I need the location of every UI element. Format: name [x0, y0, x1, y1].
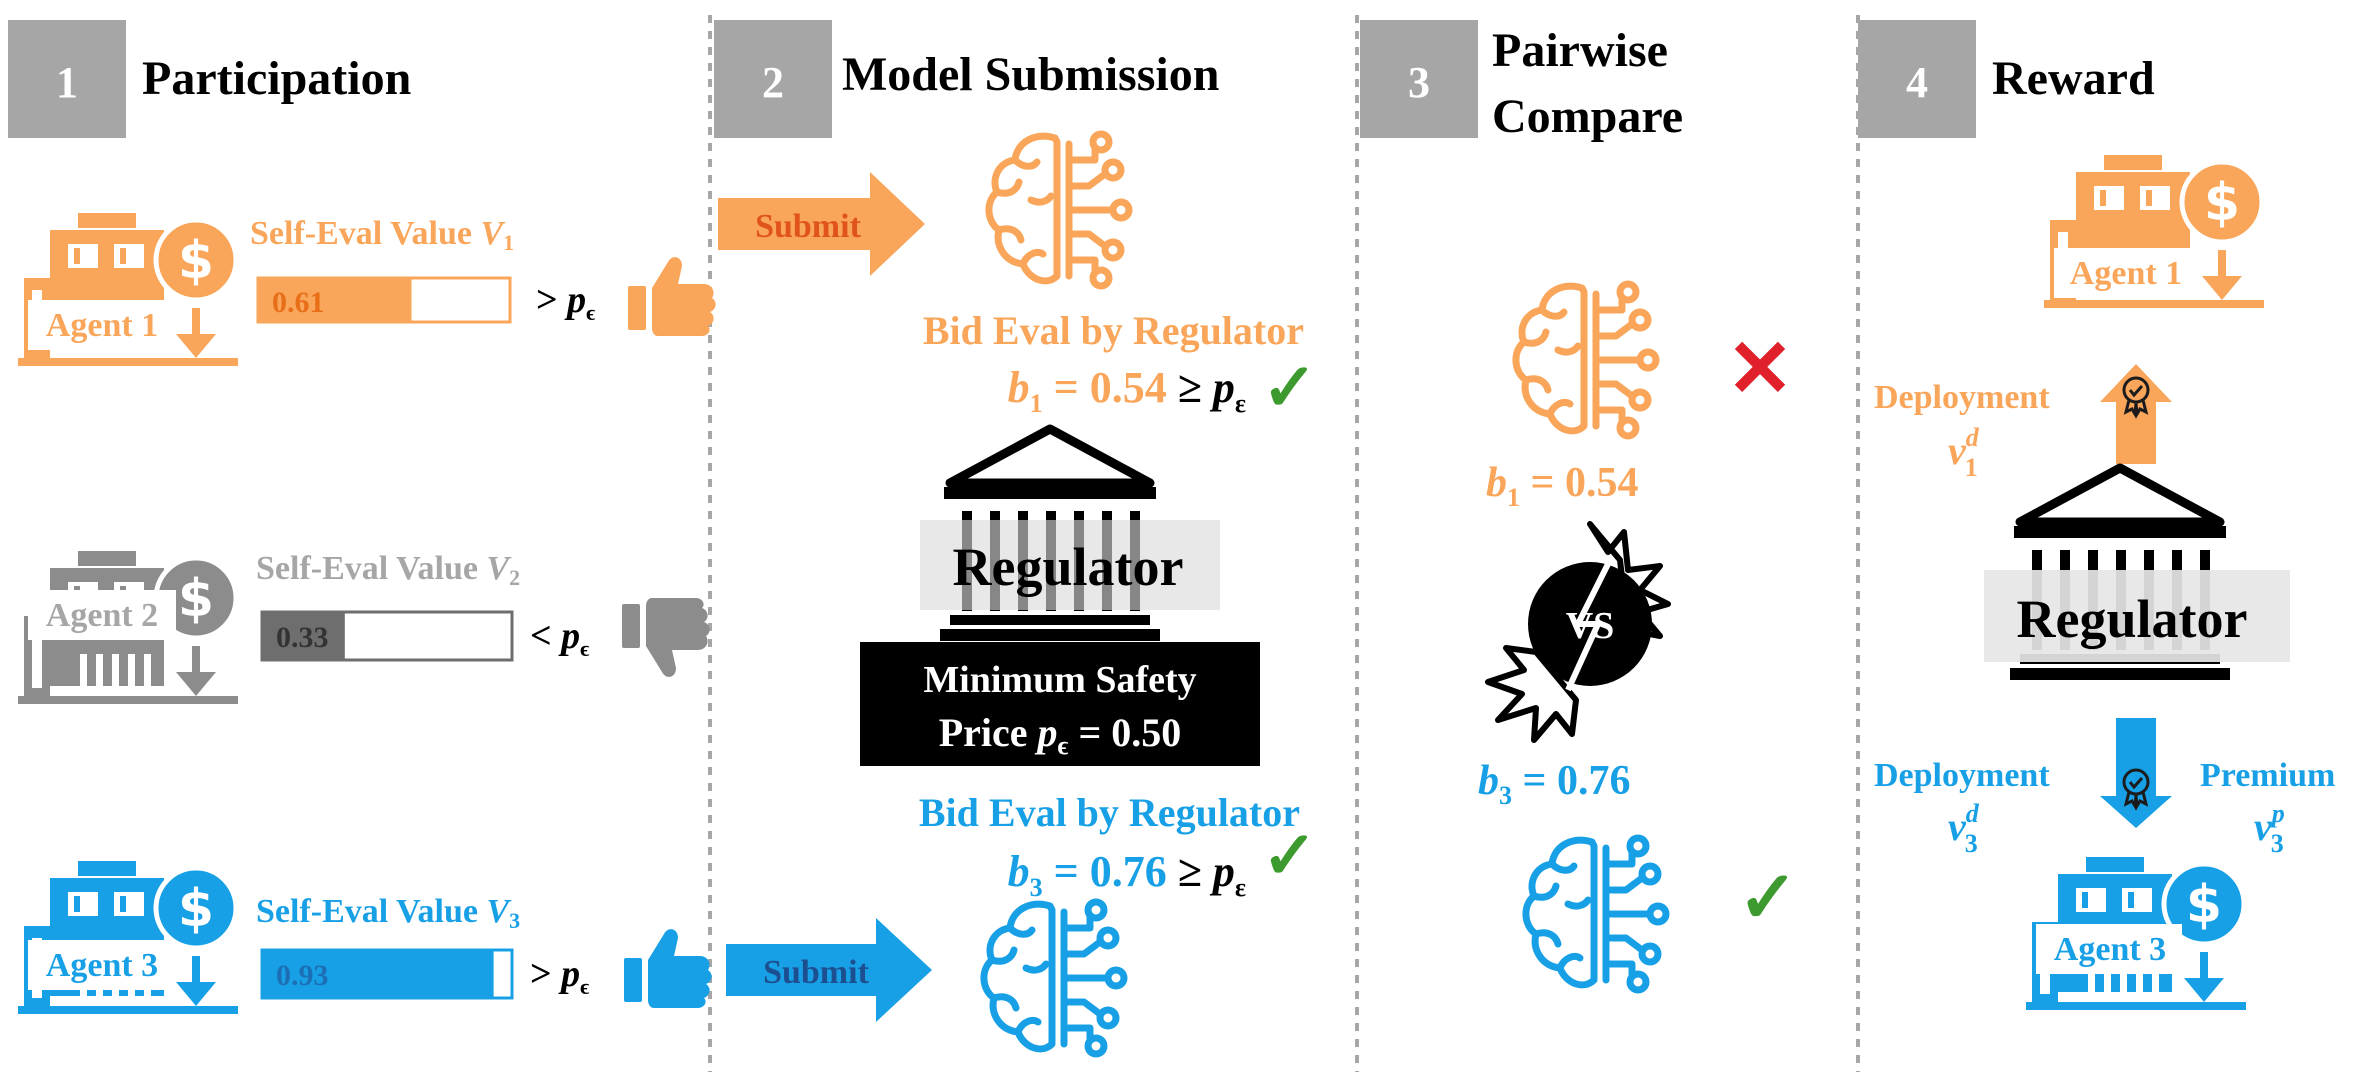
thumbs-up-icon [624, 929, 712, 1008]
agent-2-compare: < pϵ [530, 615, 589, 661]
deployment-label-top: Deployment [1874, 379, 2050, 416]
vs-label: VS [1566, 605, 1615, 647]
compare-b3: b3 = 0.76 [1478, 758, 1630, 810]
agent-2-eval-label: Self-Eval Value V2 [256, 550, 520, 590]
brain-model-icon [1516, 284, 1656, 436]
step-3-title-line2: Compare [1492, 90, 1683, 143]
step-3-title-line1: Pairwise [1492, 24, 1668, 77]
step-1-number: 1 [56, 58, 78, 107]
bid-title-3: Bid Eval by Regulator [919, 790, 1300, 835]
agent-1-compare: > pϵ [536, 279, 595, 325]
agent-2-row: Agent 2 Self-Eval Value V2 0.33 < pϵ [18, 550, 710, 704]
step-1-header: 1 Participation [8, 20, 411, 138]
step-2-number: 2 [762, 58, 784, 107]
agent-1-value: 0.61 [272, 286, 325, 319]
agent-3-value-fill [263, 951, 494, 997]
step-2-header: 2 Model Submission [714, 20, 1219, 138]
agent-2-value: 0.33 [276, 621, 329, 654]
submit-arrow-top: Submit [718, 172, 925, 276]
agent-2-label: Agent 2 [46, 597, 158, 634]
check-icon-bid1: ✓ [1262, 352, 1317, 425]
brain-model-icon [984, 902, 1124, 1054]
thumbs-down-icon [622, 598, 710, 677]
thumbs-up-icon [628, 257, 716, 336]
agent-3-building-icon [18, 861, 238, 1014]
check-icon-compare: ✓ [1738, 858, 1798, 938]
check-icon-bid3: ✓ [1262, 820, 1317, 893]
reward-agent-1-label: Agent 1 [2070, 255, 2182, 292]
step-2-title: Model Submission [842, 48, 1219, 101]
deployment-arrow-up [2100, 364, 2172, 464]
bid-formula-1: b1 = 0.54 ≥ pε [1008, 363, 1246, 418]
deployment-label-bottom: Deployment [1874, 757, 2050, 794]
step-4-title: Reward [1992, 52, 2155, 105]
submit-label-top: Submit [755, 208, 861, 245]
step-3-header: 3 Pairwise Compare [1360, 20, 1683, 143]
agent-1-value-fill [259, 279, 412, 321]
min-safety-line2: Price pϵ = 0.50 [939, 710, 1182, 760]
regulator-reward: Regulator [1984, 468, 2290, 680]
minimum-safety-price-box: Minimum Safety Price pϵ = 0.50 [860, 642, 1260, 766]
agent-1-eval-label: Self-Eval Value V1 [250, 215, 514, 255]
agent-3-compare: > pϵ [530, 953, 589, 999]
agent-1-label: Agent 1 [46, 307, 158, 344]
agent-3-value: 0.93 [276, 959, 329, 992]
agent-3-eval-label: Self-Eval Value V3 [256, 893, 520, 933]
compare-b1: b1 = 0.54 [1486, 460, 1638, 512]
step-4-number: 4 [1906, 58, 1928, 107]
deployment-arrow-down [2100, 718, 2172, 828]
premium-label: Premium [2200, 757, 2335, 794]
agent-1-row: Agent 1 Self-Eval Value V1 0.61 > pϵ [18, 213, 716, 366]
regulator-label-center: Regulator [953, 537, 1184, 597]
brain-model-icon [989, 134, 1129, 286]
reward-agent-3-label: Agent 3 [2054, 931, 2166, 968]
step-3-number: 3 [1408, 58, 1430, 107]
step-1-title: Participation [142, 52, 411, 105]
cross-icon: ✕ [1726, 326, 1793, 414]
min-safety-line1: Minimum Safety [923, 659, 1196, 701]
submit-label-bottom: Submit [763, 954, 869, 991]
brain-model-icon [1526, 838, 1666, 990]
regulator-center: Regulator [920, 429, 1220, 641]
submit-arrow-bottom: Submit [726, 918, 932, 1022]
regulator-label-reward: Regulator [2017, 589, 2248, 649]
bid-formula-3: b3 = 0.76 ≥ pε [1008, 847, 1246, 902]
bid-title-1: Bid Eval by Regulator [923, 308, 1304, 353]
versus-icon: VS [1485, 521, 1671, 743]
step-4-header: 4 Reward [1858, 20, 2155, 138]
agent-3-label: Agent 3 [46, 947, 158, 984]
agent-3-row: Agent 3 Self-Eval Value V3 0.93 > pϵ [18, 861, 712, 1014]
agent-2-value-fill [263, 613, 345, 659]
